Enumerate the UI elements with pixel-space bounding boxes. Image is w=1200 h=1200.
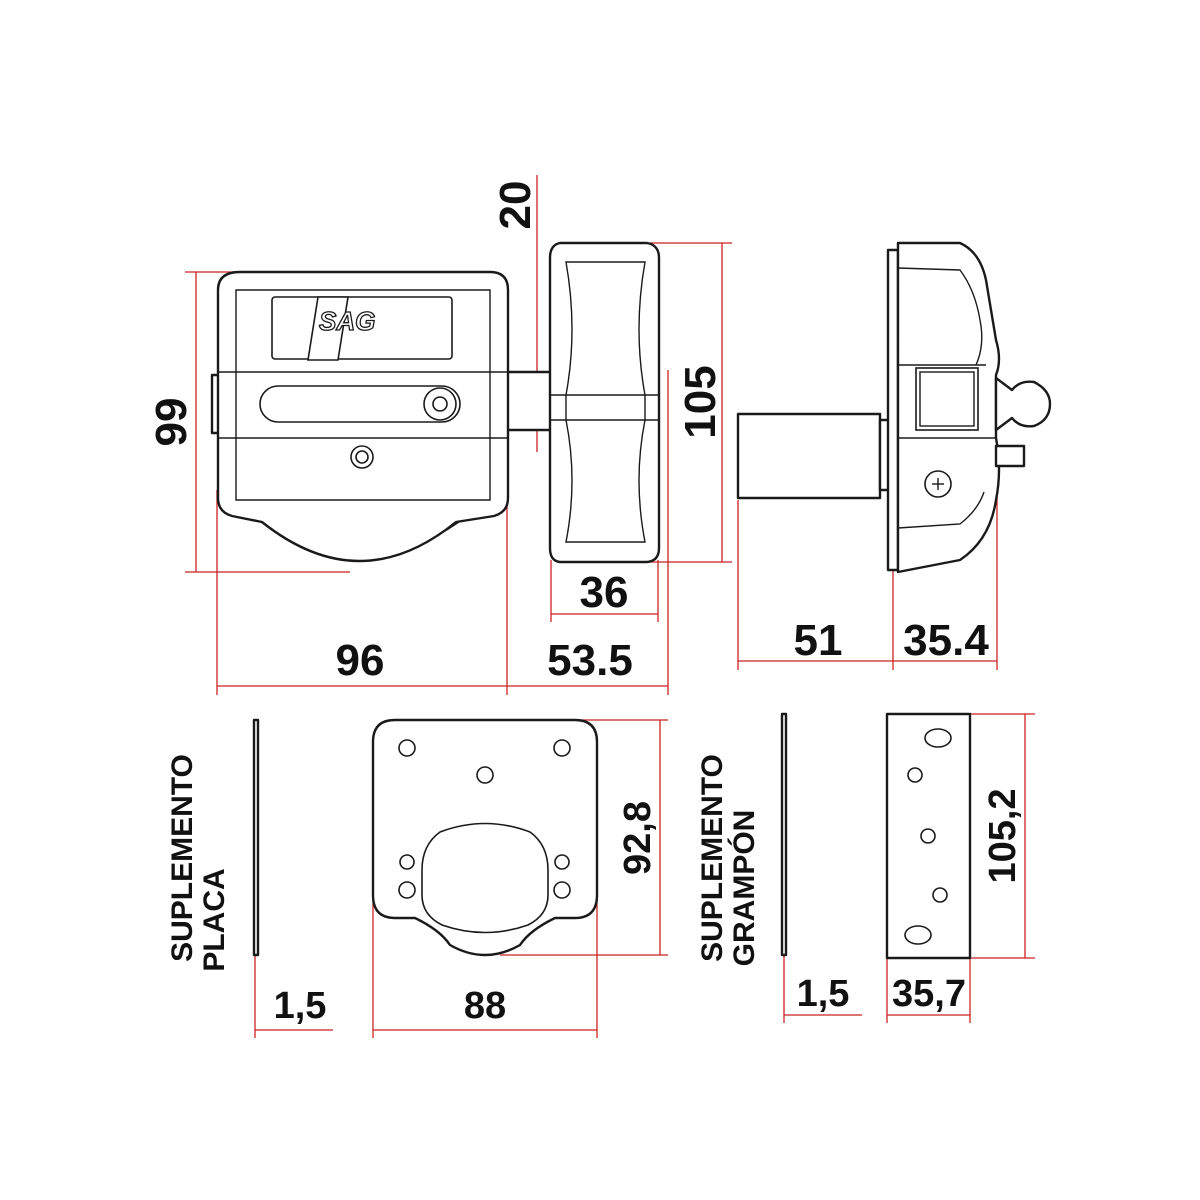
keeper-front [548, 241, 661, 564]
dim-lock-width: 96 [336, 636, 385, 685]
dim-cylinder-length: 51 [794, 616, 843, 665]
dim-keeper-height: 105 [676, 365, 725, 438]
dimension-labels: 99 20 105 36 96 53.5 51 35.4 1,5 88 92,8… [147, 181, 1024, 1027]
dim-lock-depth: 35.4 [903, 616, 989, 665]
plate-shim [252, 718, 599, 957]
keeper-shim-label-line1: SUPLEMENTO [696, 754, 729, 962]
keeper-shim [780, 712, 972, 960]
knob-icon [994, 376, 1052, 432]
dim-plate-shim-thickness: 1,5 [274, 985, 327, 1027]
lock-side-view [736, 241, 1052, 574]
dim-keeper-shim-thickness: 1,5 [797, 973, 850, 1015]
dimension-lines [185, 175, 1035, 1038]
dim-keeper-width: 36 [580, 568, 629, 617]
plate-shim-label-line2: PLACA [198, 868, 231, 971]
part-labels: SUPLEMENTO PLACA SUPLEMENTO GRAMPÓN [166, 754, 761, 972]
lock-body-front: SAG [210, 270, 557, 563]
dim-lock-height: 99 [147, 398, 196, 447]
dim-keeper-shim-height: 105,2 [982, 788, 1024, 883]
cylinder [736, 412, 882, 500]
dim-bolt-offset: 20 [491, 181, 540, 230]
dim-plate-shim-width: 88 [464, 985, 506, 1027]
dim-keeper-shim-width: 35,7 [892, 973, 966, 1015]
dim-plate-shim-height: 92,8 [617, 801, 659, 875]
dim-bolt-throw: 53.5 [547, 636, 633, 685]
brand-logo: SAG [319, 306, 375, 336]
key-slot [259, 385, 461, 423]
plate-shim-label-line1: SUPLEMENTO [166, 754, 199, 962]
keeper-shim-label-line2: GRAMPÓN [727, 810, 761, 967]
keeper-shim-edge [780, 712, 788, 957]
bolt-square [915, 367, 979, 431]
plate-shim-edge [252, 718, 260, 957]
